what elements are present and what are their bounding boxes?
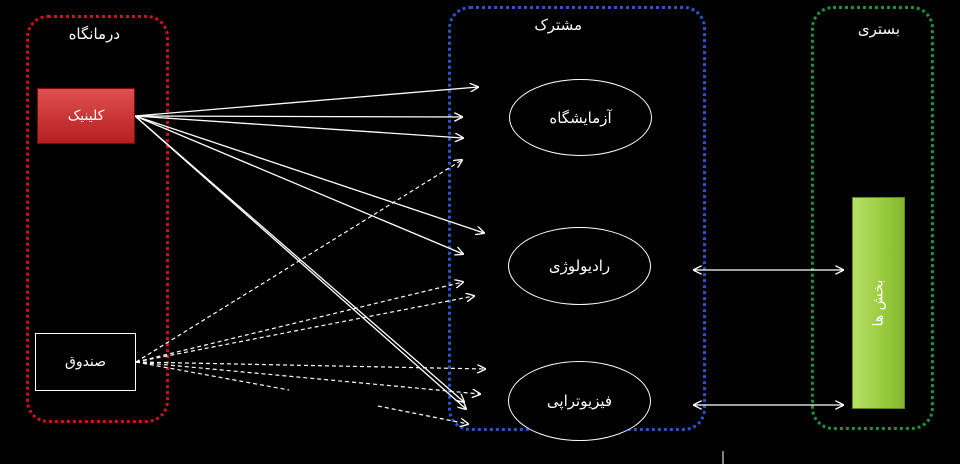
clinic-to-shared-arrow	[134, 115, 463, 254]
wards-node-label: بخش ها	[870, 279, 887, 327]
cashier-to-shared-arrow	[135, 282, 463, 363]
wards-node: بخش ها	[852, 197, 905, 409]
radiology-node: رادیولوژی	[508, 227, 651, 305]
cashier-to-shared-arrow	[135, 296, 474, 363]
physiotherapy-node: فیزیوتراپی	[508, 361, 651, 441]
shared-group-title: مشترک	[534, 16, 582, 34]
lab-node: آزمایشگاه	[509, 79, 652, 156]
inpatient-group	[811, 6, 934, 430]
clinic-to-shared-arrow	[134, 115, 463, 138]
cashier-to-shared-arrow	[135, 361, 485, 369]
radiology-node-label: رادیولوژی	[548, 257, 611, 275]
clinic-to-shared-arrow	[134, 115, 484, 233]
cashier-node-label: صندوق	[64, 354, 107, 370]
clinic-to-shared-arrow	[134, 87, 478, 117]
inpatient-group-title: بستری	[857, 20, 900, 38]
cashier-to-shared-arrow	[135, 361, 480, 394]
clinic-node: کلینیک	[37, 88, 135, 144]
lab-node-label: آزمایشگاه	[549, 108, 612, 127]
cashier-to-shared-arrow	[135, 160, 462, 363]
physiotherapy-node-label: فیزیوتراپی	[546, 392, 613, 410]
clinic-to-shared-arrow	[134, 116, 462, 117]
clinic-node-label: کلینیک	[67, 108, 105, 124]
cashier-node: صندوق	[35, 333, 136, 391]
clinic-to-shared-arrow	[134, 115, 464, 402]
clinic-to-shared-arrow	[134, 115, 466, 409]
clinic-group-title: درمانگاه	[68, 25, 120, 43]
